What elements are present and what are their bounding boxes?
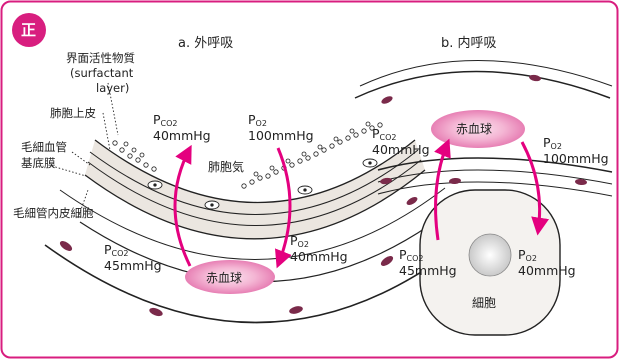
- rbc-panel-a: [185, 260, 275, 294]
- badge-circle: [12, 13, 46, 47]
- callout-alveolar-epithelium: 肺胞上皮: [50, 106, 96, 120]
- membrane-band: [85, 140, 425, 239]
- epithelial-nuclei: [147, 158, 378, 210]
- pco2-top-a-value: 40mmHg: [153, 128, 211, 143]
- label-cell: 細胞: [472, 296, 497, 310]
- endothelial-nuclei: [59, 197, 418, 317]
- pco2-top-b-value: 40mmHg: [372, 142, 430, 157]
- callout-capillary-endothelium: 毛細管内皮細胞: [13, 206, 94, 220]
- capillary-wall-outer: [44, 244, 461, 324]
- panel-a-illustration: [44, 82, 461, 324]
- surfactant-bubbles: [112, 121, 383, 189]
- po2-top-a-value: 100mmHg: [248, 128, 314, 143]
- label-alveolar-gas: 肺胞気: [208, 160, 245, 174]
- po2-top-b: PO2: [543, 135, 562, 152]
- label-rbc-b: 赤血球: [456, 122, 493, 136]
- po2-bottom-a-value: 40mmHg: [290, 249, 348, 264]
- pco2-bottom-b-value: 45mmHg: [399, 263, 457, 278]
- pco2-top-b: PCO2: [372, 126, 397, 143]
- panel-a-title: a. 外呼吸: [178, 36, 234, 51]
- callout-surfactant-en-2: layer): [96, 81, 130, 95]
- badge-label: 正: [21, 21, 37, 39]
- arrow-o2-in-a: [274, 147, 292, 269]
- panel-b-illustration: [354, 60, 613, 336]
- cell-nucleus: [468, 233, 512, 277]
- po2-top-b-value: 100mmHg: [543, 151, 609, 166]
- pco2-bottom-a: PCO2: [104, 242, 129, 259]
- callout-capillary-basement-1: 毛細血管: [21, 140, 67, 154]
- pco2-top-a: PCO2: [153, 112, 178, 129]
- callout-capillary-basement-2: 基底膜: [21, 156, 56, 170]
- arrow-o2-out-b: [520, 141, 550, 236]
- panel-b-title: b. 内呼吸: [441, 36, 497, 51]
- arrow-co2-out-a: [173, 144, 192, 267]
- pco2-bottom-a-value: 45mmHg: [104, 258, 162, 273]
- vessel-wall-top-outer: [354, 70, 611, 99]
- rbc-panel-b: [431, 110, 525, 148]
- po2-bottom-b: PO2: [518, 247, 537, 264]
- callout-surfactant-en-1: (surfactant: [70, 66, 134, 80]
- po2-bottom-a: PO2: [290, 233, 309, 250]
- po2-bottom-b-value: 40mmHg: [518, 263, 576, 278]
- vessel-wall-bottom-outer: [377, 157, 613, 173]
- callout-surfactant-jp: 界面活性物質: [66, 51, 135, 65]
- pco2-bottom-b: PCO2: [399, 247, 424, 264]
- label-rbc-a: 赤血球: [206, 271, 243, 285]
- leader-lines: [51, 82, 119, 219]
- arrow-co2-in-b: [434, 138, 451, 241]
- po2-top-a: PO2: [248, 112, 267, 129]
